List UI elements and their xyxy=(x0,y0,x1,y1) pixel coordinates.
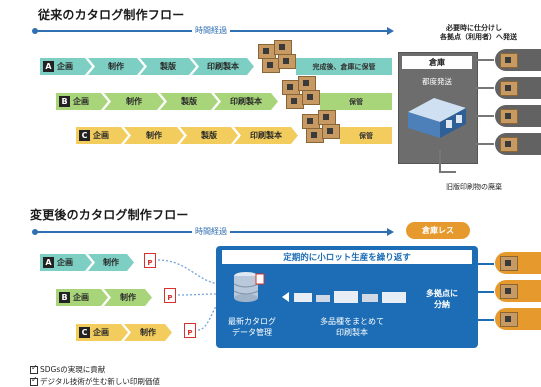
old-row-b-print: 印刷製本 xyxy=(214,93,278,110)
package-box-icon xyxy=(278,54,296,69)
old-row-a-plate: 製版 xyxy=(140,58,196,75)
checkbox-icon xyxy=(30,363,38,374)
row-letter: C xyxy=(79,327,90,338)
destination-slot xyxy=(495,308,541,330)
old-row-b-plate: 製版 xyxy=(160,93,218,110)
footer-text: デジタル技術が生む新しい印刷価値 xyxy=(40,377,160,386)
new-row-b-produce: 制作 xyxy=(104,289,152,306)
old-row-a-print: 印刷製本 xyxy=(192,58,254,75)
old-row-c-plate: 製版 xyxy=(180,127,238,144)
old-row-c-produce: 制作 xyxy=(124,127,184,144)
package-box-icon xyxy=(262,58,280,73)
row-letter: A xyxy=(43,257,54,268)
distribute-label-1: 多拠点に xyxy=(426,289,458,298)
row-letter: A xyxy=(43,61,54,72)
destination-slot xyxy=(495,49,541,71)
package-box-icon xyxy=(274,40,292,55)
destination-slot xyxy=(495,252,541,274)
package-box-icon xyxy=(500,108,518,124)
data-label-1: 最新カタログ xyxy=(228,317,276,326)
checkbox-icon xyxy=(30,375,38,386)
print-label-2: 印刷製本 xyxy=(336,328,368,337)
package-box-icon xyxy=(318,110,336,125)
timeline-label: 時間経過 xyxy=(192,226,230,237)
old-row-c-storage: 保管 xyxy=(340,127,392,144)
stage-label: 企画 xyxy=(93,131,109,140)
dest-note-2: 各拠点（利用者）へ発送 xyxy=(440,33,517,41)
package-box-icon xyxy=(298,76,316,91)
timeline-arrow-icon xyxy=(387,228,394,236)
print-label-1: 多品種をまとめて xyxy=(320,317,384,326)
footer-text: SDGsの実現に貢献 xyxy=(40,365,106,374)
distribution-lines-new xyxy=(476,263,494,321)
package-box-icon xyxy=(500,283,518,299)
package-box-icon xyxy=(302,90,320,105)
old-row-c-print: 印刷製本 xyxy=(234,127,298,144)
database-icon xyxy=(233,272,265,302)
panel-heading: 定期的に小ロット生産を繰り返す xyxy=(222,250,472,264)
warehouse-icon xyxy=(408,98,466,138)
timeline-arrow-icon xyxy=(387,27,394,35)
old-row-a-produce: 制作 xyxy=(88,58,144,75)
package-box-icon xyxy=(500,311,518,327)
package-box-icon xyxy=(500,80,518,96)
row-letter: B xyxy=(59,96,70,107)
printer-line-icon xyxy=(282,291,406,303)
old-row-c-plan: C 企画 xyxy=(76,127,128,144)
footer-item-2: デジタル技術が生む新しい印刷価値 xyxy=(30,375,160,387)
data-flow-lines xyxy=(157,259,219,331)
old-row-a-plan: A 企画 xyxy=(40,58,92,75)
warehouse-title: 倉庫 xyxy=(402,56,472,69)
new-row-b-plan: B 企画 xyxy=(56,289,108,306)
package-box-icon xyxy=(500,255,518,271)
distribution-lines xyxy=(476,59,494,145)
pdf-icon: P xyxy=(164,288,176,303)
warehouse-less-badge: 倉庫レス xyxy=(406,222,470,239)
disposal-label: 旧版印刷物の廃棄 xyxy=(446,183,502,191)
package-box-icon xyxy=(322,124,340,139)
row-letter: B xyxy=(59,292,70,303)
old-row-b-storage: 保管 xyxy=(320,93,392,110)
data-label-2: データ管理 xyxy=(232,328,272,337)
new-row-a-plan: A 企画 xyxy=(40,254,92,271)
old-row-a-storage: 完成後、倉庫に保管 xyxy=(296,58,392,75)
stage-label: 企画 xyxy=(57,258,73,267)
destination-slot xyxy=(495,77,541,99)
footer-item-1: SDGsの実現に貢献 xyxy=(30,363,106,375)
new-flow-title: 変更後のカタログ制作フロー xyxy=(30,208,189,222)
dest-note-1: 必要時に仕分けし xyxy=(446,24,502,32)
package-box-icon xyxy=(500,52,518,68)
row-letter: C xyxy=(79,130,90,141)
destination-slot xyxy=(495,105,541,127)
stage-label: 企画 xyxy=(73,293,89,302)
disposal-arrow xyxy=(439,150,456,173)
package-box-icon xyxy=(500,136,518,152)
old-row-b-plan: B 企画 xyxy=(56,93,108,110)
stage-label: 企画 xyxy=(73,97,89,106)
warehouse-sub: 都度発送 xyxy=(422,77,452,86)
destination-slot xyxy=(495,133,541,155)
new-row-a-produce: 制作 xyxy=(88,254,134,271)
destination-slot xyxy=(495,280,541,302)
pdf-icon: P xyxy=(144,253,156,268)
old-flow-title: 従来のカタログ制作フロー xyxy=(38,8,185,22)
stage-label: 企画 xyxy=(93,328,109,337)
new-row-c-produce: 制作 xyxy=(124,324,172,341)
timeline-label: 時間経過 xyxy=(192,25,230,36)
pdf-icon: P xyxy=(184,323,196,338)
old-row-b-produce: 制作 xyxy=(104,93,164,110)
distribute-label-2: 分納 xyxy=(434,300,450,309)
new-row-c-plan: C 企画 xyxy=(76,324,128,341)
stage-label: 企画 xyxy=(57,62,73,71)
